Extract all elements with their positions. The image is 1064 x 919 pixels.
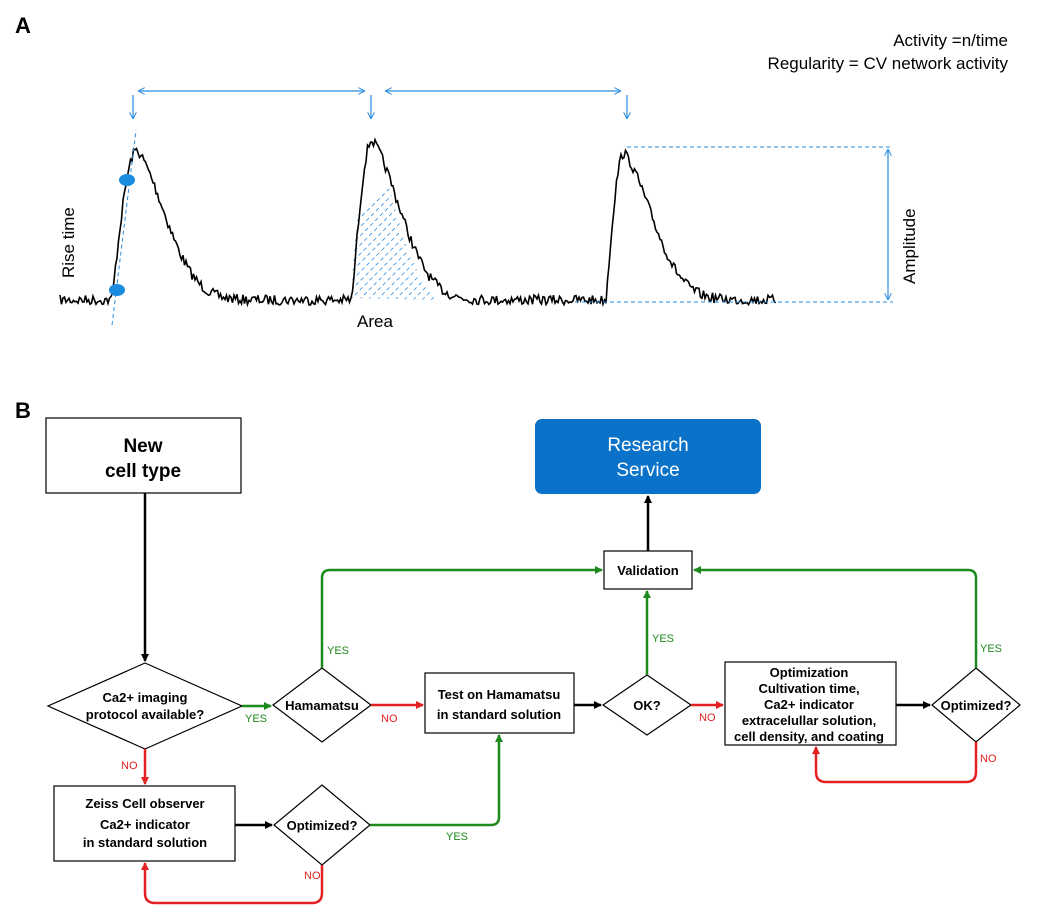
new-cell-line1: New (123, 436, 162, 457)
optimization-box: Optimization Cultivation time, Ca2+ indi… (724, 661, 897, 746)
hatch-line (352, 159, 419, 300)
test-hamamatsu-box: Test on Hamamatsu in standard solution (424, 672, 575, 734)
rise-time-tangent (111, 129, 137, 326)
hatch-line (502, 160, 652, 310)
hatch-line (375, 159, 440, 300)
amplitude-label: Amplitude (900, 208, 919, 284)
hatch-line (352, 159, 437, 300)
arrow-optimized-bottom-no (141, 862, 324, 905)
research-service-box: Research Service (535, 419, 761, 494)
arrow-optimized-bottom-yes (370, 734, 503, 827)
no-label-protocol: NO (121, 760, 138, 772)
arrow-optimized-right-no (812, 742, 978, 784)
hatch-line (352, 159, 428, 300)
no-label-optimized-bottom: NO (304, 870, 321, 882)
rise-start-dot (109, 284, 125, 296)
no-label-hamamatsu: NO (381, 713, 398, 725)
yes-label-protocol: YES (245, 713, 267, 725)
hamamatsu-label: Hamamatsu (285, 698, 359, 713)
hatch-line (448, 160, 598, 310)
area-hatching (352, 159, 661, 310)
optimization-line1: Optimization (770, 665, 849, 680)
rise-end-dot (119, 174, 135, 186)
hamamatsu-diamond: Hamamatsu (272, 667, 372, 743)
area-label: Area (357, 312, 393, 331)
ok-diamond: OK? (601, 674, 693, 736)
validation-box: Validation (603, 550, 693, 590)
optimized-right-label: Optimized? (941, 698, 1012, 713)
protocol-available-diamond: Ca2+ imaging protocol available? (46, 662, 244, 750)
arrow-optimized-right-yes (693, 566, 978, 668)
protocol-line1: Ca2+ imaging (103, 690, 188, 705)
rise-time-label: Rise time (59, 207, 78, 278)
zeiss-line2: Ca2+ indicator (100, 817, 190, 832)
zeiss-box: Zeiss Cell observer Ca2+ indicator in st… (53, 785, 236, 862)
hatch-line (352, 159, 440, 300)
hatch-line (493, 160, 643, 310)
hatch-line (352, 159, 440, 300)
no-label-ok: NO (699, 712, 716, 724)
hatch-line (352, 159, 440, 300)
hatch-line (420, 159, 440, 300)
optimized-bottom-diamond: Optimized? (273, 784, 371, 866)
panel-b-letter: B (15, 398, 31, 423)
hatch-line (457, 160, 607, 310)
calcium-trace (59, 137, 777, 308)
optimization-line3: Ca2+ indicator (764, 697, 854, 712)
hatch-line (411, 159, 440, 300)
activity-text: Activity =n/time (893, 31, 1008, 50)
research-service-line2: Service (616, 460, 679, 481)
arrow-hamamatsu-yes (320, 566, 603, 668)
ok-label: OK? (633, 698, 661, 713)
optimization-line2: Cultivation time, (758, 681, 859, 696)
panel-a-letter: A (15, 13, 31, 38)
yes-label-hamamatsu: YES (327, 645, 349, 657)
hatch-line (366, 159, 440, 300)
hatch-line (393, 159, 440, 300)
hatch-line (384, 159, 440, 300)
new-cell-type-box: New cell type (45, 417, 242, 494)
hatch-line (357, 159, 440, 300)
hatch-line (438, 159, 440, 300)
new-cell-line2: cell type (105, 461, 181, 482)
hatch-line (352, 159, 440, 300)
yes-label-ok: YES (652, 633, 674, 645)
optimized-bottom-label: Optimized? (287, 818, 358, 833)
optimization-line5: cell density, and coating (734, 729, 884, 744)
test-line1: Test on Hamamatsu (438, 687, 561, 702)
hatch-line (466, 160, 616, 310)
hatch-line (402, 159, 440, 300)
zeiss-line1: Zeiss Cell observer (85, 796, 204, 811)
validation-label: Validation (617, 563, 678, 578)
zeiss-line3: in standard solution (83, 835, 207, 850)
yes-label-optimized-right: YES (980, 643, 1002, 655)
no-label-optimized-right: NO (980, 753, 997, 765)
hatch-line (429, 159, 440, 300)
yes-label-optimized-bottom: YES (446, 831, 468, 843)
hatch-line (511, 160, 661, 310)
research-service-line1: Research (607, 435, 688, 456)
optimization-line4: extracelullar solution, (742, 713, 876, 728)
test-line2: in standard solution (437, 707, 561, 722)
optimized-right-diamond: Optimized? (931, 667, 1021, 743)
protocol-line2: protocol available? (86, 707, 205, 722)
hatch-line (475, 160, 625, 310)
regularity-text: Regularity = CV network activity (768, 54, 1009, 73)
